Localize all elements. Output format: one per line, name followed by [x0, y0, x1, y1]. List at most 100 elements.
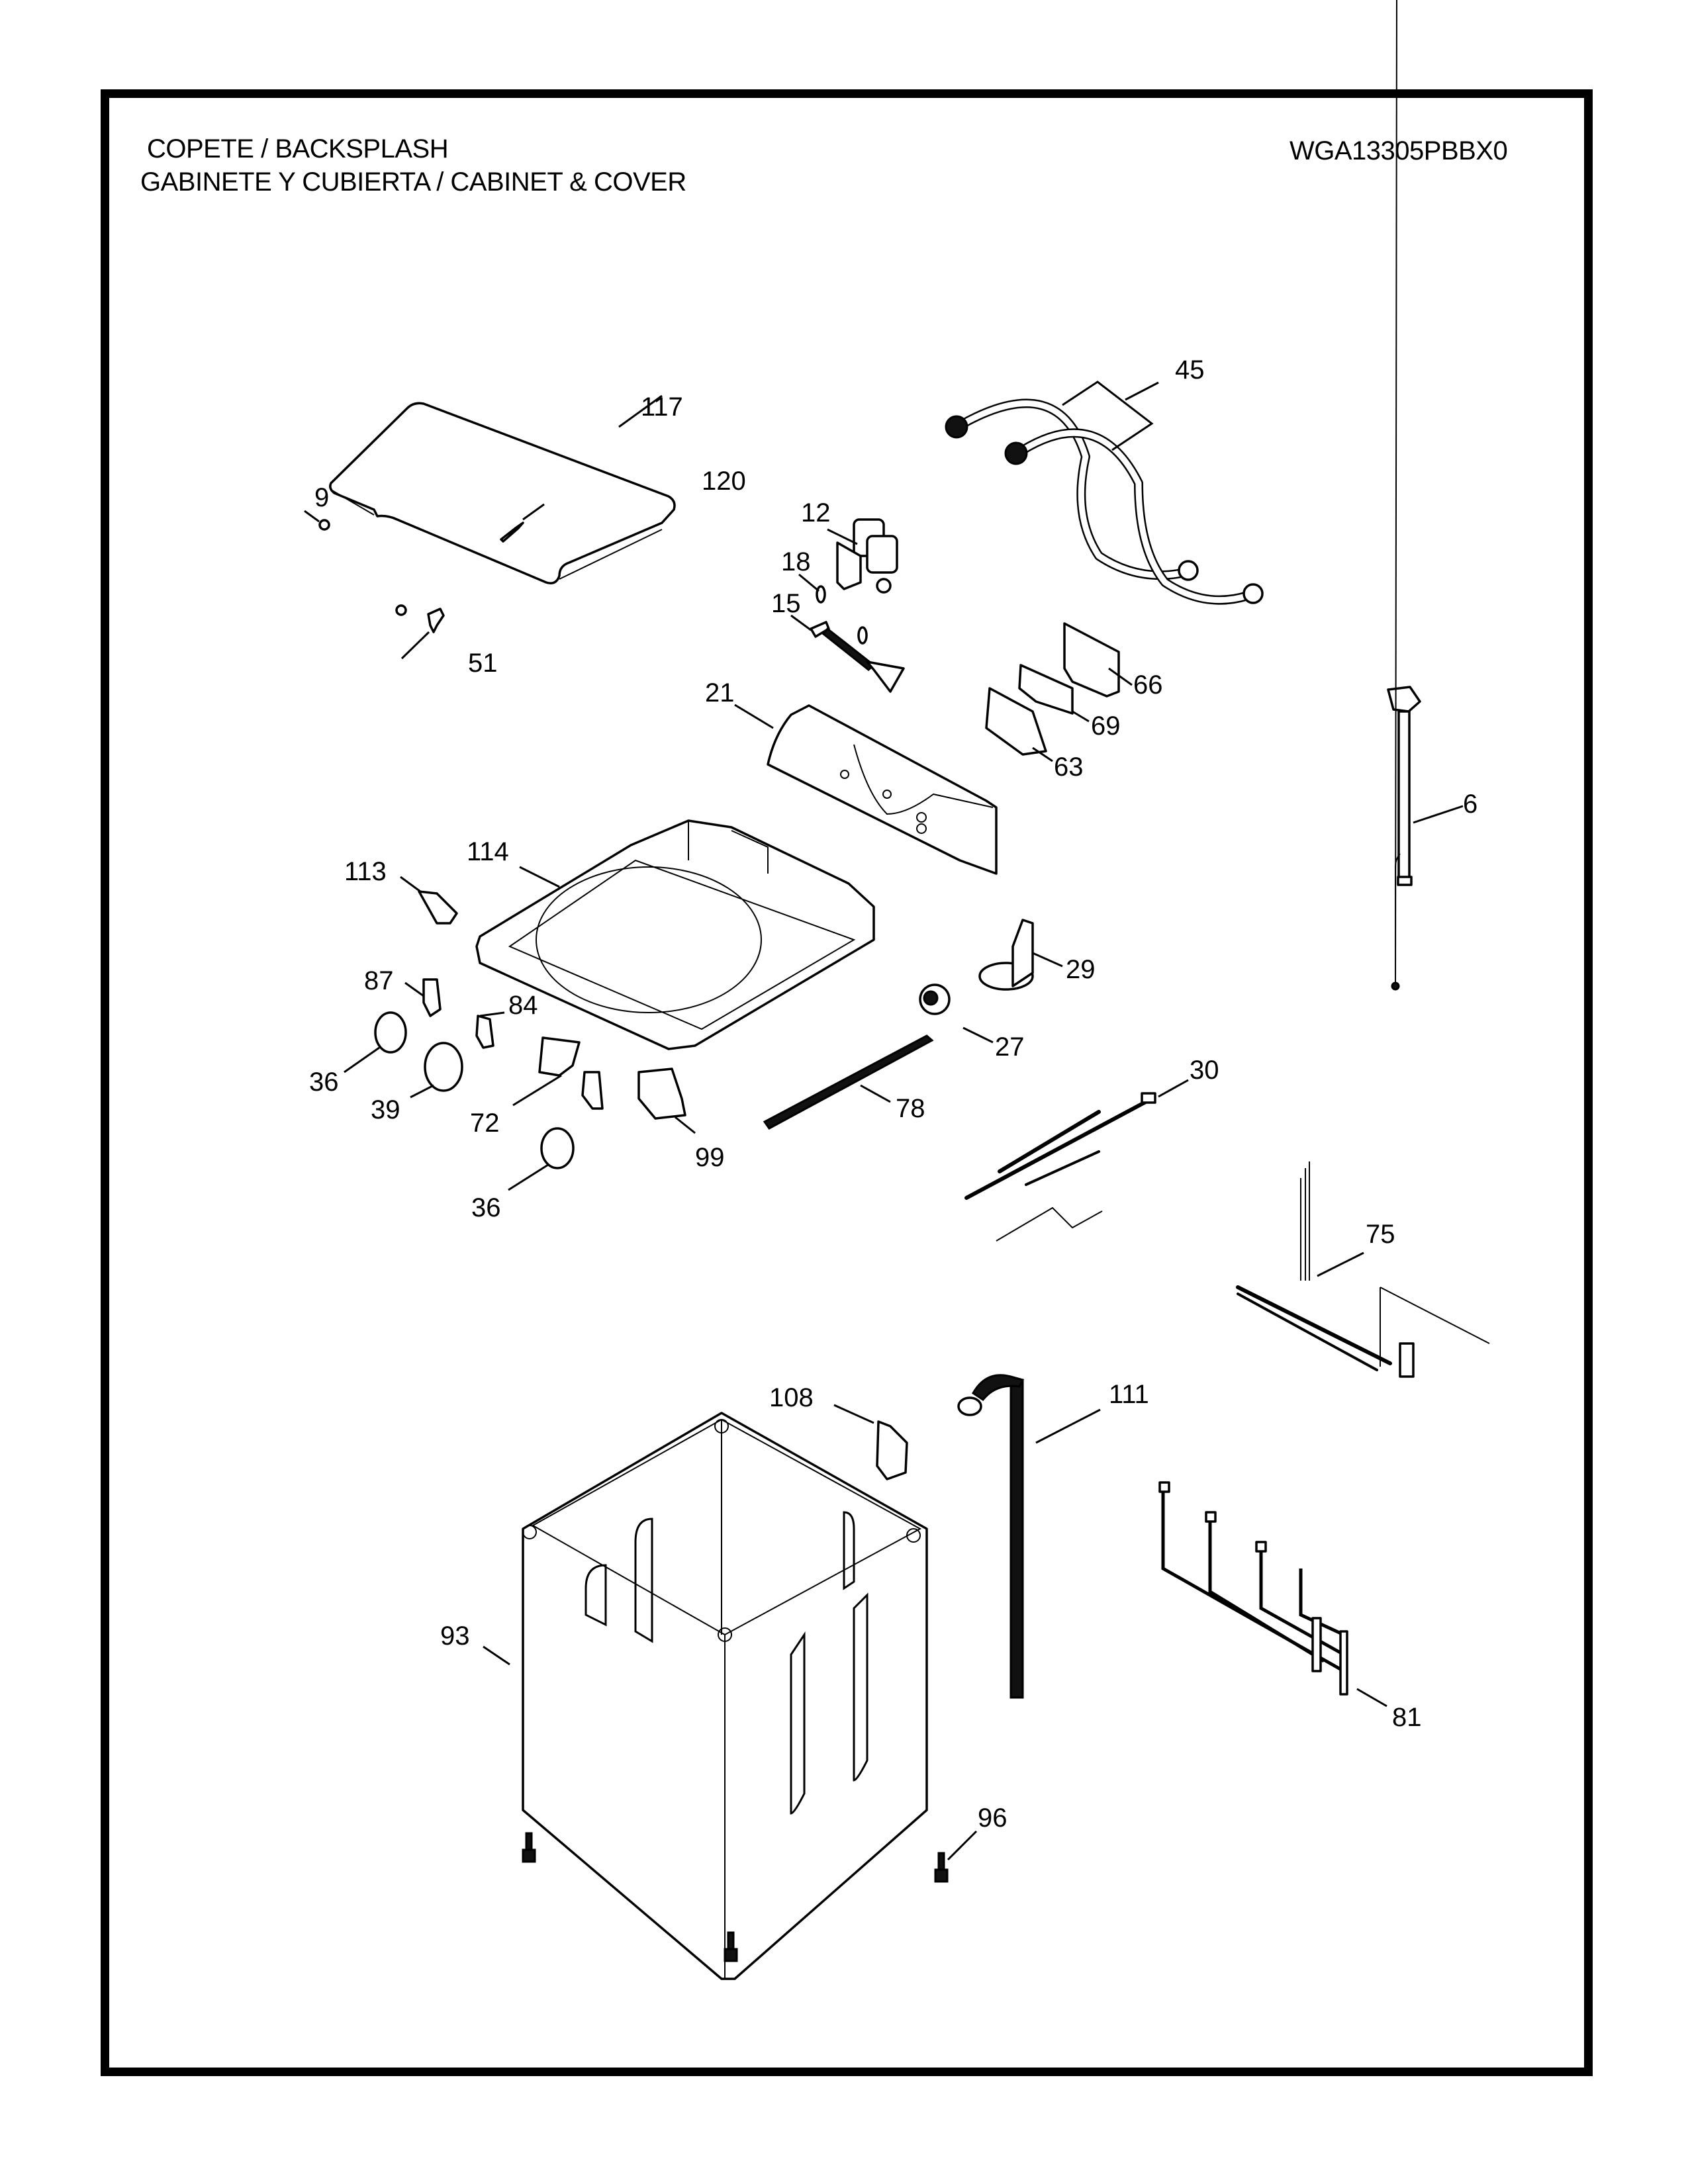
switch-87-part[interactable]	[422, 978, 442, 1017]
callout-29: 29	[1066, 955, 1096, 984]
leader-113	[400, 876, 421, 893]
pressure-hose-part[interactable]	[763, 1034, 934, 1130]
switch-bracket-part[interactable]	[538, 1036, 581, 1077]
backsplash-panel-part[interactable]	[767, 704, 998, 875]
leader-36-lower	[508, 1163, 549, 1191]
callout-78: 78	[896, 1094, 925, 1123]
lid-switch-actuator-part[interactable]	[427, 608, 445, 633]
callout-36-upper: 36	[309, 1068, 339, 1097]
top-cover-part[interactable]	[475, 819, 875, 1050]
bumper-part[interactable]	[318, 519, 330, 531]
callout-66: 66	[1133, 670, 1163, 700]
callout-113: 113	[344, 857, 387, 886]
callout-36-lower: 36	[471, 1193, 501, 1222]
leader-15	[790, 614, 812, 631]
callout-12: 12	[801, 498, 831, 527]
leader-78	[860, 1084, 891, 1103]
power-cord-part[interactable]	[1387, 0, 1421, 991]
leader-69	[1072, 710, 1090, 723]
callout-81: 81	[1392, 1703, 1422, 1732]
callout-9: 9	[314, 483, 329, 512]
board-housing-part[interactable]	[985, 687, 1047, 756]
fill-hose-nozzle-part[interactable]	[810, 621, 905, 693]
leader-84	[479, 1011, 505, 1017]
control-board-part[interactable]	[1018, 664, 1074, 715]
leader-51	[400, 631, 430, 660]
leader-66	[1108, 667, 1133, 686]
leader-9	[304, 510, 320, 523]
leader-21	[734, 704, 774, 729]
diagram-title-cabinet-cover: GABINETE Y CUBIERTA / CABINET & COVER	[140, 167, 686, 197]
callout-120: 120	[702, 467, 746, 496]
callout-96: 96	[978, 1803, 1008, 1833]
drain-hose-holder-part[interactable]	[876, 1420, 908, 1480]
callout-93: 93	[440, 1621, 470, 1651]
callout-75: 75	[1366, 1220, 1395, 1249]
leader-99	[675, 1116, 696, 1134]
leader-12	[827, 528, 858, 545]
switch-84-part[interactable]	[475, 1015, 494, 1049]
control-board-bracket-part[interactable]	[1063, 622, 1120, 698]
knob-39-part[interactable]	[424, 1042, 463, 1092]
lid-lock-part[interactable]	[637, 1068, 686, 1120]
leader-18	[798, 573, 820, 592]
callout-87: 87	[364, 966, 394, 995]
leader-117	[618, 394, 663, 428]
callout-72: 72	[470, 1109, 500, 1138]
leader-93	[483, 1645, 510, 1666]
diagram-frame	[101, 89, 1593, 2076]
model-number: WGA13305PBBX0	[1289, 136, 1508, 165]
leader-75	[1317, 1251, 1364, 1277]
callout-39: 39	[371, 1095, 400, 1124]
leader-29	[1032, 952, 1063, 968]
air-dome-part[interactable]	[978, 919, 1034, 991]
leader-63	[1032, 747, 1053, 762]
callout-6: 6	[1463, 790, 1477, 819]
pressure-switch-part[interactable]	[919, 983, 951, 1015]
lid-part[interactable]	[329, 402, 676, 584]
leader-27	[962, 1026, 994, 1044]
leader-6	[1413, 805, 1464, 824]
knob-36-lower-part[interactable]	[540, 1127, 575, 1169]
dispenser-part[interactable]	[418, 890, 458, 925]
leader-39	[410, 1084, 434, 1099]
callout-27: 27	[995, 1032, 1025, 1062]
callout-15: 15	[771, 589, 801, 618]
wire-harness-81-part[interactable]	[1158, 1481, 1348, 1696]
knob-36-upper-part[interactable]	[374, 1011, 407, 1054]
cabinet-part[interactable]	[522, 1412, 928, 1980]
leader-96	[947, 1830, 978, 1861]
leader-30	[1158, 1079, 1189, 1098]
hinge-part[interactable]	[500, 522, 524, 543]
inlet-hoses-part[interactable]	[945, 398, 1264, 605]
wire-harness-30-part[interactable]	[964, 1092, 1156, 1242]
callout-18: 18	[781, 547, 811, 576]
callout-108: 108	[769, 1383, 814, 1412]
callout-63: 63	[1054, 752, 1084, 782]
leader-114	[519, 866, 560, 888]
callout-30: 30	[1190, 1056, 1219, 1085]
callout-84: 84	[508, 991, 538, 1020]
leader-120	[522, 503, 545, 521]
leader-81	[1356, 1688, 1387, 1707]
callout-51: 51	[468, 649, 498, 678]
clamp-part-2[interactable]	[857, 626, 868, 645]
leveling-leg-part[interactable]	[522, 1832, 949, 1962]
switch-part[interactable]	[581, 1071, 604, 1110]
callout-114: 114	[467, 837, 509, 866]
leader-45	[1062, 381, 1159, 451]
leader-108	[833, 1404, 874, 1424]
leader-72	[512, 1074, 562, 1107]
leader-36-upper	[344, 1046, 380, 1073]
leader-87	[404, 981, 424, 997]
bumper-part-2[interactable]	[395, 604, 407, 616]
diagram-title-backsplash: COPETE / BACKSPLASH	[147, 134, 449, 163]
callout-21: 21	[705, 678, 735, 707]
wire-harness-75-part[interactable]	[1236, 1161, 1490, 1378]
leader-111	[1035, 1408, 1101, 1444]
drain-hose-part[interactable]	[957, 1374, 1025, 1699]
water-inlet-valve-part[interactable]	[836, 518, 898, 594]
callout-117: 117	[641, 392, 683, 422]
clamp-part[interactable]	[816, 585, 826, 604]
